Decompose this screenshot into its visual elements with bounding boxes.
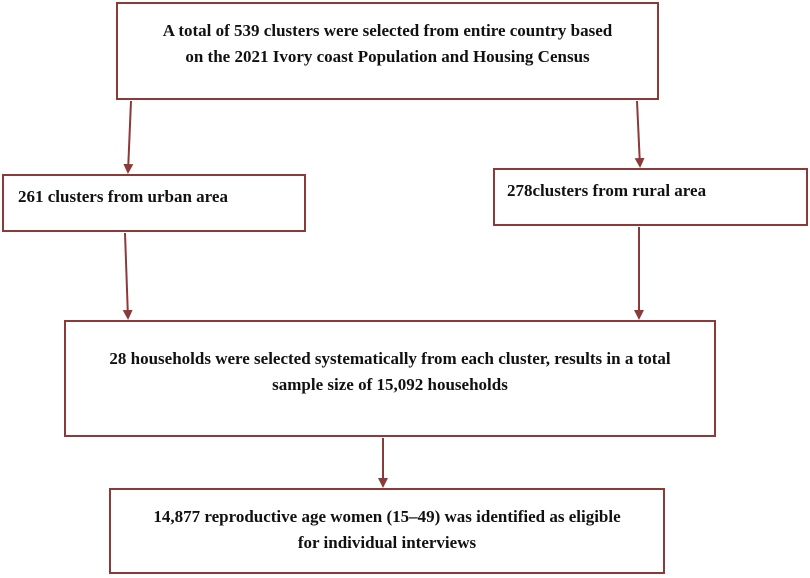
arrow-top-to-rural — [634, 100, 645, 168]
arrow-top-to-urban — [123, 100, 134, 174]
total-clusters-line-1: A total of 539 clusters were selected fr… — [162, 21, 613, 40]
households-line-2: sample size of 15,092 households — [272, 375, 508, 394]
households-line-1: 28 households were selected systematical… — [109, 349, 671, 368]
rural-clusters-text: 278clusters from rural area — [507, 181, 707, 200]
rural-clusters-box: 278clusters from rural area — [493, 168, 808, 226]
total-clusters-box: A total of 539 clusters were selected fr… — [116, 2, 659, 100]
urban-clusters-text: 261 clusters from urban area — [18, 187, 228, 206]
total-clusters-line-2: on the 2021 Ivory coast Population and H… — [185, 47, 590, 66]
eligible-women-line-2: for individual interviews — [297, 533, 477, 552]
arrow-urban-to-households — [122, 232, 133, 320]
eligible-women-box: 14,877 reproductive age women (15–49) wa… — [109, 488, 665, 574]
urban-clusters-box: 261 clusters from urban area — [2, 174, 306, 232]
eligible-women-line-1: 14,877 reproductive age women (15–49) wa… — [153, 507, 621, 526]
households-box: 28 households were selected systematical… — [64, 320, 716, 437]
